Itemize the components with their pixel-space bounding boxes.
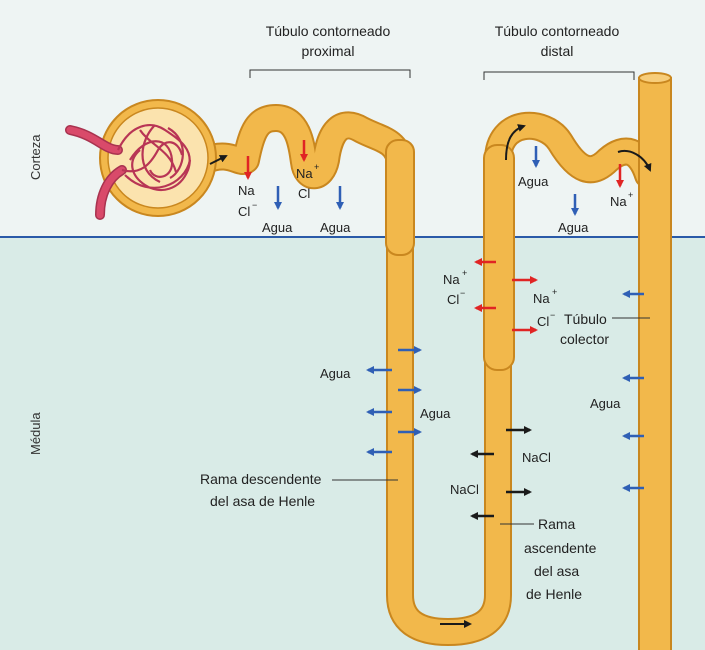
proximal-thick-segment — [386, 140, 414, 255]
nacl-label: NaCl — [450, 482, 479, 497]
cl-charge: − — [460, 288, 465, 298]
pct-label-line1: Túbulo contorneado — [266, 23, 391, 39]
cl-ion: Cl — [238, 204, 250, 219]
agua-label: Agua — [320, 366, 351, 381]
medulla-label: Médula — [28, 412, 43, 455]
agua-label: Agua — [262, 220, 293, 235]
collecting-duct — [639, 78, 671, 650]
na-charge: + — [628, 190, 633, 200]
nacl-label: NaCl — [522, 450, 551, 465]
na-charge: + — [314, 162, 319, 172]
cl-charge: − — [550, 310, 555, 320]
agua-label: Agua — [558, 220, 589, 235]
descending-label-line1: Rama descendente — [200, 471, 322, 487]
collecting-duct-top — [639, 73, 671, 83]
na-ion: Na — [443, 272, 460, 287]
agua-label: Agua — [518, 174, 549, 189]
cl-ion: Cl — [447, 292, 459, 307]
cortex-label: Corteza — [28, 134, 43, 180]
na-charge: + — [552, 287, 557, 297]
dct-label-line2: distal — [541, 43, 574, 59]
ascending-label-line4: de Henle — [526, 586, 582, 602]
medulla-region — [0, 237, 705, 650]
dct-label-line1: Túbulo contorneado — [495, 23, 620, 39]
na-ion: Na — [296, 166, 313, 181]
cl-ion: Cl — [298, 186, 310, 201]
na-ion: Na — [533, 291, 550, 306]
descending-label-line2: del asa de Henle — [210, 493, 315, 509]
ascending-label-line2: ascendente — [524, 540, 597, 556]
agua-label: Agua — [420, 406, 451, 421]
na-charge: + — [462, 268, 467, 278]
agua-label: Agua — [590, 396, 621, 411]
ascending-label-line3: del asa — [534, 563, 579, 579]
na-ion: Na — [610, 194, 627, 209]
collector-label-line2: colector — [560, 331, 609, 347]
cl-ion: Cl — [537, 314, 549, 329]
pct-label-line2: proximal — [302, 43, 355, 59]
na-ion: Na — [238, 183, 255, 198]
cl-charge: − — [252, 200, 257, 210]
agua-label: Agua — [320, 220, 351, 235]
collector-label-line1: Túbulo — [564, 311, 607, 327]
ascending-label-line1: Rama — [538, 516, 576, 532]
ascending-thick-segment — [484, 145, 514, 370]
